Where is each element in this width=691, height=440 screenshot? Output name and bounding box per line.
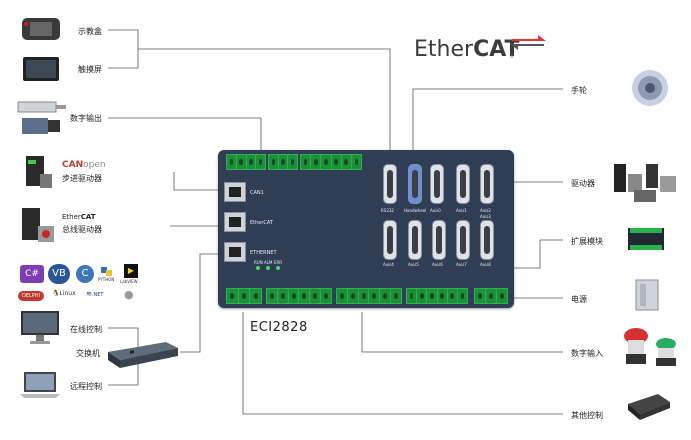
label-touch-screen: 触摸屏 — [78, 65, 102, 74]
label-switch: 交换机 — [76, 349, 100, 358]
axis1-connector[interactable] — [456, 164, 470, 204]
linux-logo: 🐧Linux — [52, 290, 76, 297]
label-stepper-drive: 步进驱动器 — [62, 174, 102, 183]
label-handwheel: 手轮 — [571, 86, 587, 95]
desktop-monitor-icon — [21, 311, 59, 344]
top-terminal-block-3 — [300, 154, 362, 170]
ethernet-port-label: ETHERNET — [250, 250, 277, 256]
ethercat-port[interactable] — [224, 212, 246, 232]
handwheel-connector[interactable] — [408, 164, 422, 204]
axis0-label: Axis0 — [430, 208, 441, 213]
bottom-terminal-block-1 — [226, 288, 262, 304]
apple-icon: ● — [124, 288, 134, 301]
ethercat-logo: EtherCAT — [414, 37, 520, 62]
ethercat-port-label: EtherCAT — [250, 220, 273, 226]
axis3-label: Axis3 — [480, 214, 491, 219]
expansion-module-icon — [628, 228, 664, 250]
rs232-port-label: RS232 — [381, 208, 394, 213]
led-alm-label: ALM — [264, 260, 273, 265]
can-port-label: CAN1 — [250, 190, 264, 196]
axis0-connector[interactable] — [430, 164, 444, 204]
vb-logo: VB — [48, 264, 70, 284]
axis4-label: Axis4 — [383, 262, 394, 267]
controller-board: RS232 Handwheel Axis0 Axis1 Axis2 Axis3 … — [218, 150, 514, 308]
cylinder-valve-icon — [17, 101, 66, 134]
io-module-icon — [628, 394, 670, 420]
label-digital-output: 数字输出 — [70, 114, 102, 123]
label-digital-input: 数字输入 — [571, 349, 603, 358]
rs232-connector[interactable] — [383, 164, 397, 204]
axis8-connector[interactable] — [480, 220, 494, 260]
bottom-terminal-block-4 — [406, 288, 468, 304]
label-teach-pendant: 示教盒 — [78, 27, 102, 36]
canopen-logo: CANopen — [62, 160, 106, 170]
led-err-label: ERR — [274, 260, 283, 265]
stepper-drive-icon — [26, 156, 52, 188]
handwheel-icon — [632, 70, 668, 106]
touch-screen-icon — [23, 57, 59, 81]
ethernet-port[interactable] — [224, 242, 246, 262]
top-terminal-block-1 — [226, 154, 266, 170]
axis5-label: Axis5 — [408, 262, 419, 267]
dotnet-logo: ≋.NET — [86, 290, 104, 298]
registered-mark: ® — [510, 54, 514, 59]
led-run-label: RUN — [254, 260, 263, 265]
push-button-icon — [624, 328, 676, 366]
servo-driver-icon — [614, 164, 676, 202]
c-logo: C — [76, 265, 94, 283]
python-logo: PYTHON — [98, 266, 116, 282]
power-terminal-block — [474, 288, 508, 304]
axis8-label: Axis8 — [480, 262, 491, 267]
handwheel-port-label: Handwheel — [404, 208, 427, 213]
label-other-control: 其他控制 — [571, 411, 603, 420]
bus-drive-icon — [22, 208, 54, 242]
axis6-label: Axis6 — [432, 262, 443, 267]
label-driver: 驱动器 — [571, 179, 595, 188]
axis7-connector[interactable] — [456, 220, 470, 260]
label-expansion-module: 扩展模块 — [571, 237, 603, 246]
python-icon — [101, 267, 112, 276]
axis4-connector[interactable] — [383, 220, 397, 260]
csharp-logo: C# — [20, 265, 44, 283]
axis7-label: Axis7 — [456, 262, 467, 267]
bottom-terminal-block-3 — [336, 288, 402, 304]
axis2-connector[interactable] — [480, 164, 494, 204]
laptop-icon — [20, 372, 60, 398]
can-port[interactable] — [224, 182, 246, 202]
label-online-control: 在线控制 — [70, 325, 102, 334]
model-name: ECI2828 — [250, 320, 308, 335]
run-led — [256, 266, 260, 270]
err-led — [276, 266, 280, 270]
ethercat-arrows-icon — [510, 35, 546, 50]
axis6-connector[interactable] — [432, 220, 446, 260]
network-switch-icon — [108, 342, 178, 368]
alm-led — [266, 266, 270, 270]
labview-logo: ▶ — [124, 264, 138, 278]
labview-text: LabVIEW — [120, 279, 138, 284]
delphi-logo: DELPHI — [18, 291, 44, 301]
axis5-connector[interactable] — [408, 220, 422, 260]
axis1-label: Axis1 — [456, 208, 467, 213]
axis2-label: Axis2 — [480, 208, 491, 213]
top-terminal-block-2 — [268, 154, 298, 170]
label-bus-drive: 总线驱动器 — [62, 225, 102, 234]
bottom-terminal-block-2 — [266, 288, 332, 304]
ethercat-small-logo: EtherCAT — [62, 213, 96, 221]
power-supply-icon — [635, 279, 659, 311]
teach-pendant-icon — [22, 18, 60, 40]
label-remote-control: 远程控制 — [70, 382, 102, 391]
label-power: 电源 — [571, 295, 587, 304]
